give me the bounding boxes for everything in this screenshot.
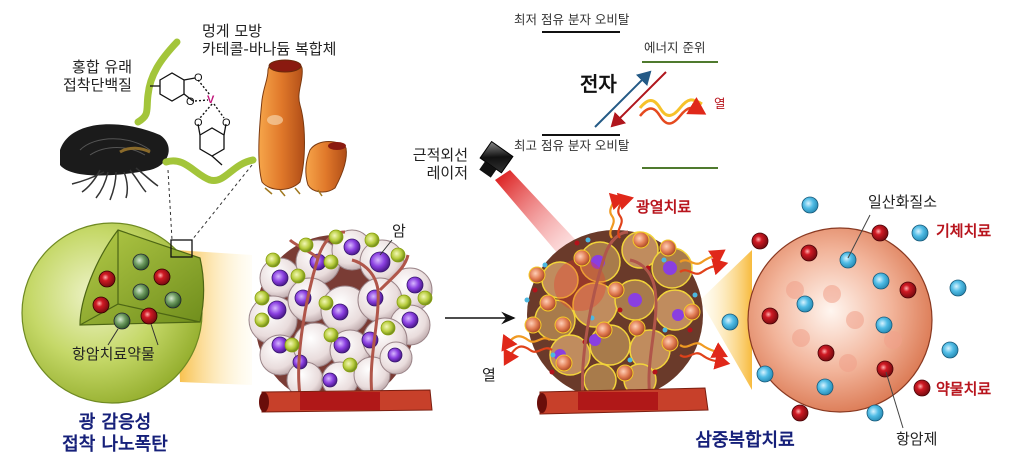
nanobomb-drugs [92,253,182,346]
heat-waves [501,192,731,370]
treated-tumor-illustration [501,192,731,415]
anticancer-agent-label: 항암제 [896,430,938,448]
pointer-lines [847,214,904,429]
nir-laser-label: 근적외선 레이저 [398,146,468,182]
lumo-label: 최저 점유 분자 오비탈 [514,12,630,27]
mussel-protein-label: 홍합 유래 접착단백질 [60,58,132,94]
drug-molecules-red [751,224,931,422]
energy-heat-label: 열 [714,96,726,111]
nanobomb-title: 광 감응성 접착 나노폭탄 [40,412,190,456]
nanobomb-title-line1: 광 감응성 [78,412,152,433]
homo-label: 최고 점유 분자 오비탈 [514,138,630,153]
sea-squirt-illustration [258,59,347,197]
nir-laser-label-line1: 근적외선 [412,146,468,164]
tumor-illustration [248,229,433,413]
triple-therapy-title: 삼중복합치료 [695,430,795,451]
photothermal-therapy-label: 광열치료 [636,198,692,216]
nitric-oxide-label: 일산화질소 [868,193,938,211]
sea-squirt-label-line1: 멍게 모방 [202,22,262,40]
svg-text:V: V [207,94,215,106]
svg-text:O: O [222,117,231,129]
mussel-protein-label-line1: 홍합 유래 [72,58,132,76]
treated-heat-label: 열 [482,366,496,384]
catechol-vanadium-structure [150,72,227,166]
gas-therapy-label: 기체치료 [936,222,992,240]
adhesive-protein-strand [134,38,257,184]
mussel-protein-label-line2: 접착단백질 [62,76,132,94]
drug-therapy-label: 약물치료 [936,380,992,398]
atom-labels: O O O O V [186,72,231,129]
mussel-illustration [60,124,169,201]
zoom-guide-lines [167,164,253,241]
sea-squirt-label-line2: 카테콜-바나듐 복합체 [202,40,337,58]
nanobomb-sphere [21,222,205,404]
svg-text:O: O [194,72,203,84]
nanobomb-title-line2: 접착 나노폭탄 [62,434,168,455]
cancer-label: 암 [392,222,406,240]
nitric-oxide-molecules [721,196,967,422]
electron-label: 전자 [580,72,617,96]
anticancer-drug-label: 항암치료약물 [72,345,155,363]
svg-text:O: O [194,117,203,129]
sea-squirt-label: 멍게 모방 카테콜-바나듐 복합체 [202,22,336,58]
nir-laser-label-line2: 레이저 [426,164,468,182]
nir-laser [479,140,585,262]
svg-text:O: O [186,96,195,108]
energy-level-label: 에너지 준위 [644,40,706,55]
energy-diagram [542,31,718,169]
